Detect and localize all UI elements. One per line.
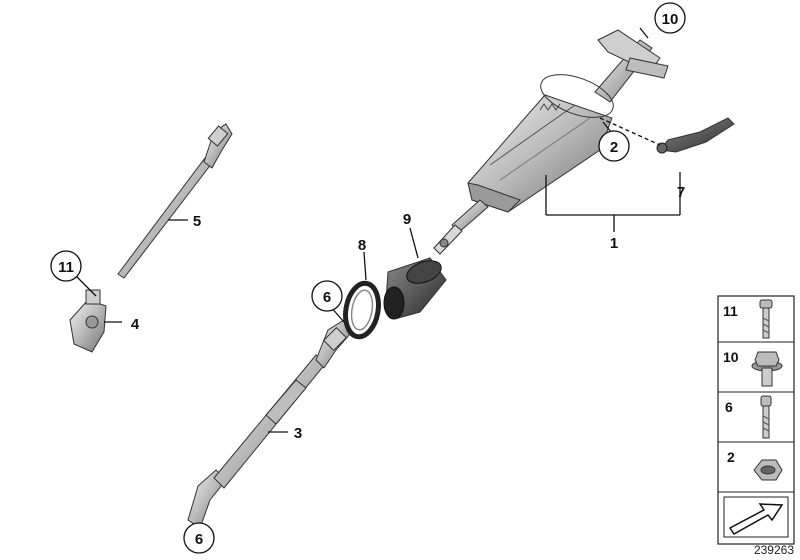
callout-7: 7 <box>677 184 685 201</box>
callout-6a-circle <box>311 280 343 312</box>
legend-label-10: 10 <box>723 349 739 365</box>
callout-3: 3 <box>294 425 302 442</box>
hex-nut-icon <box>753 459 783 481</box>
callout-1: 1 <box>610 235 618 252</box>
fastener-legend: 11 10 6 2 <box>717 295 795 545</box>
callout-5: 5 <box>193 213 201 230</box>
callout-10-circle <box>654 2 686 34</box>
callout-2: 2 <box>610 139 618 156</box>
upper-steering-shaft <box>117 123 233 279</box>
diagram-code: 239263 <box>754 543 794 557</box>
adjustment-lever <box>656 117 735 154</box>
callout-4: 4 <box>131 316 140 333</box>
callouts: 10 2 7 1 5 11 4 8 9 6 3 6 <box>50 2 686 554</box>
screw-icon <box>760 395 772 439</box>
lower-steering-shaft <box>187 319 351 529</box>
universal-joint <box>69 289 107 353</box>
callout-11-circle <box>50 250 82 282</box>
callout-2-circle <box>598 130 630 162</box>
direction-arrow-icon <box>723 496 789 538</box>
steering-column-assembly <box>433 29 669 255</box>
callout-9: 9 <box>403 211 411 228</box>
bolt-icon <box>759 299 773 339</box>
callout-8: 8 <box>358 237 366 254</box>
legend-label-6: 6 <box>725 399 733 415</box>
legend-label-11: 11 <box>723 303 738 319</box>
flange-bolt-icon <box>751 351 783 387</box>
callout-11: 11 <box>58 259 74 276</box>
callout-6b: 6 <box>195 531 203 548</box>
callout-10: 10 <box>662 11 679 28</box>
callout-6b-circle <box>183 522 215 554</box>
callout-6a: 6 <box>323 289 331 306</box>
leader-lines <box>75 27 681 533</box>
seal-ring <box>343 280 381 340</box>
rubber-boot <box>383 257 447 320</box>
legend-label-2: 2 <box>727 449 735 465</box>
